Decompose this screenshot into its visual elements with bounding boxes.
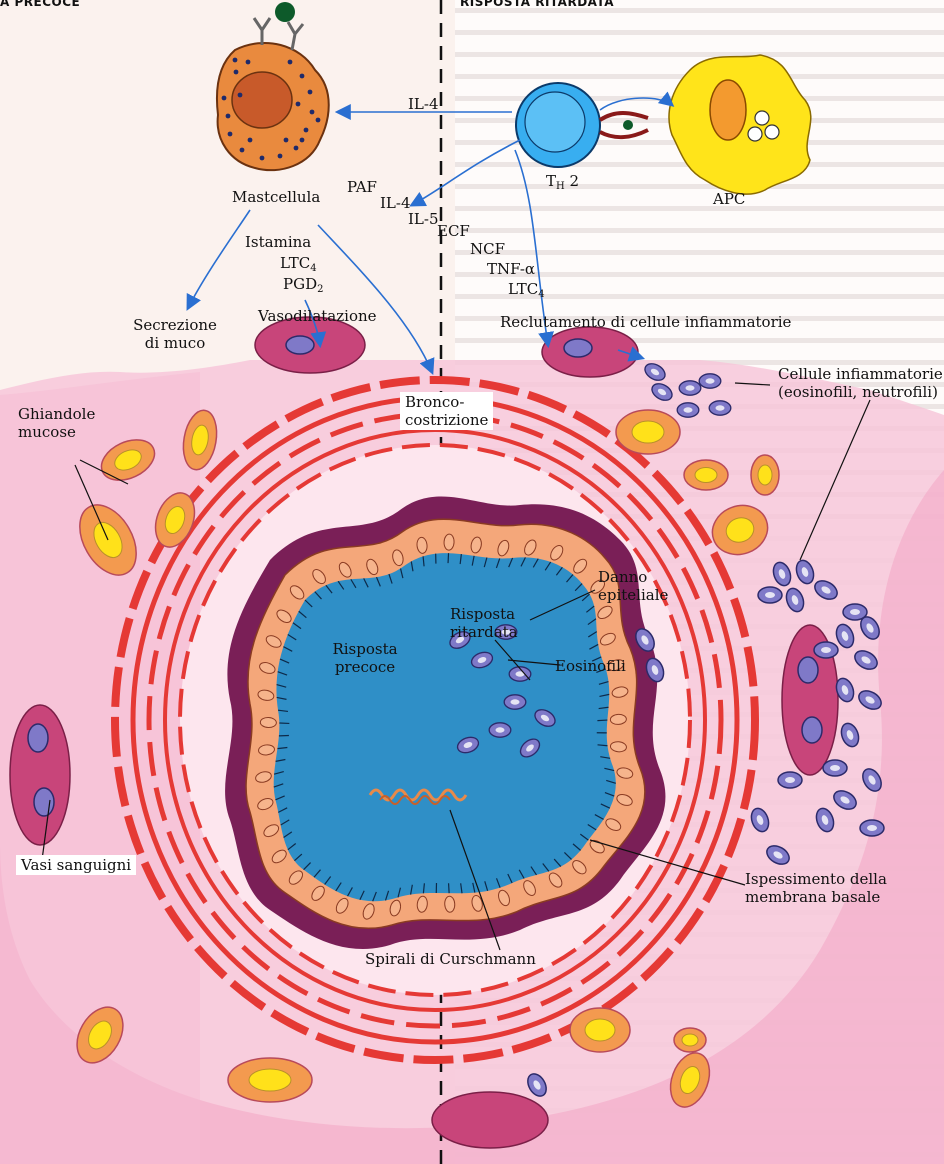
- eosinophil: [860, 820, 884, 836]
- eosinophil: [504, 695, 526, 709]
- gland: [228, 1058, 312, 1102]
- mast-cell: [217, 2, 329, 170]
- label-spirali-curschmann: Spirali di Curschmann: [365, 950, 536, 968]
- label-apc: APC: [713, 190, 745, 208]
- eosinophil: [699, 374, 721, 388]
- label-il5: IL-5: [408, 210, 439, 228]
- header-early-response: A PRECOCE: [0, 0, 80, 9]
- label-eosinofili: Eosinofili: [555, 657, 626, 675]
- label-istamina: Istamina: [245, 233, 311, 251]
- label-broncocostrizione: Bronco-costrizione: [400, 392, 493, 430]
- airway-lumen: [274, 553, 616, 901]
- eosinophil: [709, 401, 731, 415]
- eosinophil: [489, 723, 511, 737]
- eosinophil: [778, 772, 802, 788]
- label-mastcellula: Mastcellula: [232, 188, 320, 206]
- label-vasodilatazione: Vasodilatazione: [258, 307, 377, 325]
- header-late-response: RISPOSTA RITARDATA: [460, 0, 614, 9]
- label-ltc4-right: LTC4: [508, 280, 545, 304]
- label-cellule-infiammatorie: Cellule infiammatorie(eosinofili, neutro…: [778, 365, 943, 401]
- label-reclutamento: Reclutamento di cellule infiammatorie: [500, 313, 791, 331]
- label-ecf: ECF: [437, 222, 470, 240]
- label-pgd2: PGD2: [283, 275, 323, 299]
- label-vasi-sanguigni: Vasi sanguigni: [16, 855, 136, 875]
- eosinophil: [814, 642, 838, 658]
- eosinophil: [679, 381, 701, 395]
- gland: [684, 460, 728, 490]
- label-paf: PAF: [347, 178, 377, 196]
- label-il4-top: IL-4: [408, 95, 439, 113]
- eosinophil: [823, 760, 847, 776]
- th2-cell: [516, 83, 600, 167]
- gland: [674, 1028, 706, 1052]
- label-tnf: TNF-α: [487, 260, 535, 278]
- label-ncf: NCF: [470, 240, 505, 258]
- eosinophil: [758, 587, 782, 603]
- gland: [751, 455, 779, 495]
- label-il4-mid: IL-4: [380, 194, 411, 212]
- eosinophil: [677, 403, 699, 417]
- gland: [570, 1008, 630, 1052]
- label-th2: TH 2: [546, 172, 579, 196]
- gland: [616, 410, 680, 454]
